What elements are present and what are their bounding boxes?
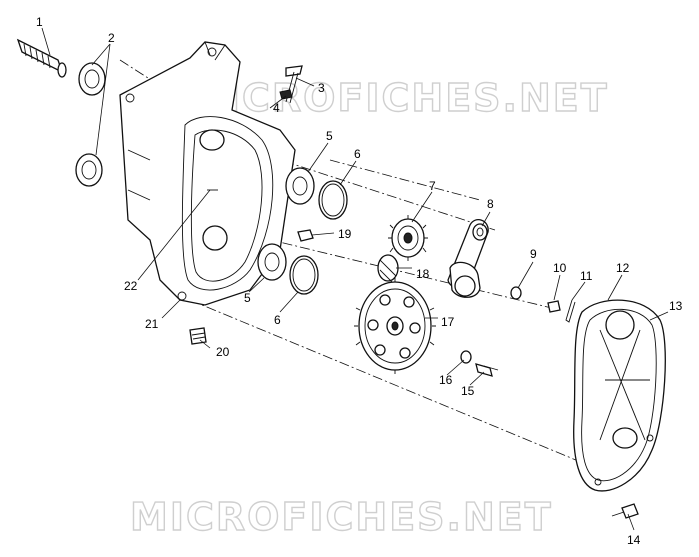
leader-lines (41, 27, 669, 531)
callout-13: 13 (669, 299, 683, 313)
callout-labels: 1 2 3 4 5 6 7 8 9 10 11 12 13 14 15 16 1… (36, 15, 683, 547)
callout-21: 21 (145, 317, 159, 331)
callout-18: 18 (416, 267, 430, 281)
oil-seal-upper (78, 62, 106, 96)
watermark-top: MICROFICHES.NET (186, 76, 609, 120)
callout-10: 10 (553, 261, 567, 275)
callout-14: 14 (627, 533, 641, 547)
housing-nut (297, 229, 314, 242)
bearing-upper (285, 167, 315, 205)
washer (510, 286, 522, 300)
input-shaft (16, 38, 67, 78)
cover-bolt (611, 503, 639, 519)
castle-nut (547, 300, 561, 313)
callout-2: 2 (108, 31, 115, 45)
sprocket-bolt (475, 363, 499, 377)
callout-16: 16 (439, 373, 453, 387)
o-ring-lower (289, 255, 319, 295)
callout-5-lower: 5 (244, 291, 251, 305)
bearing-lower (257, 243, 287, 281)
chaincase-housing (119, 41, 296, 306)
callout-7: 7 (429, 179, 436, 193)
callout-4: 4 (273, 101, 280, 115)
callout-12: 12 (616, 261, 630, 275)
callout-22: 22 (124, 279, 138, 293)
callout-11: 11 (580, 269, 593, 283)
bottom-sprocket (354, 278, 436, 374)
callout-15: 15 (461, 384, 475, 398)
callout-6-upper: 6 (354, 147, 361, 161)
chain-segment (377, 254, 399, 283)
callout-20: 20 (216, 345, 230, 359)
top-sprocket (388, 215, 428, 261)
o-ring-upper (318, 180, 348, 220)
callout-6-lower: 6 (274, 313, 281, 327)
callout-1: 1 (36, 15, 43, 29)
drain-plug (189, 327, 207, 345)
callout-5-upper: 5 (326, 129, 333, 143)
adjuster-nut (279, 89, 293, 100)
callout-8: 8 (487, 197, 494, 211)
watermark-bottom: MICROFICHES.NET (130, 495, 553, 539)
cotter-pin (565, 299, 576, 323)
callout-9: 9 (530, 247, 537, 261)
chaincase-cover (573, 299, 666, 492)
callout-17: 17 (441, 315, 455, 329)
adjuster-bolt (285, 65, 303, 104)
callout-19: 19 (338, 227, 352, 241)
tensioner-arm (447, 219, 489, 298)
oil-seal-lower (75, 153, 103, 187)
callout-3: 3 (318, 81, 325, 95)
